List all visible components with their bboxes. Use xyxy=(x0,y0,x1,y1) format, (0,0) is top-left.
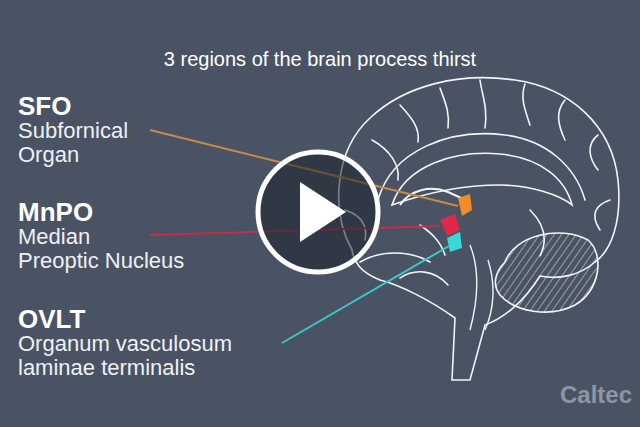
ovlt-region xyxy=(447,232,462,252)
cerebellum xyxy=(495,233,598,312)
play-button xyxy=(258,152,378,272)
sfo-region xyxy=(458,194,472,216)
region-abbrev: OVLT xyxy=(18,305,85,334)
watermark: Caltec xyxy=(560,382,632,408)
region-abbrev: SFO xyxy=(18,92,71,121)
region-abbrev: MnPO xyxy=(18,198,93,227)
region-name: Organum vasculosum laminae terminalis xyxy=(18,332,232,380)
title: 3 regions of the brain process thirst xyxy=(164,48,476,70)
mnpo-region xyxy=(440,214,460,236)
brainstem xyxy=(470,245,493,330)
region-name: Median Preoptic Nucleus xyxy=(18,225,184,273)
region-name: Subfornical Organ xyxy=(18,119,128,167)
brain-outline xyxy=(339,78,619,380)
